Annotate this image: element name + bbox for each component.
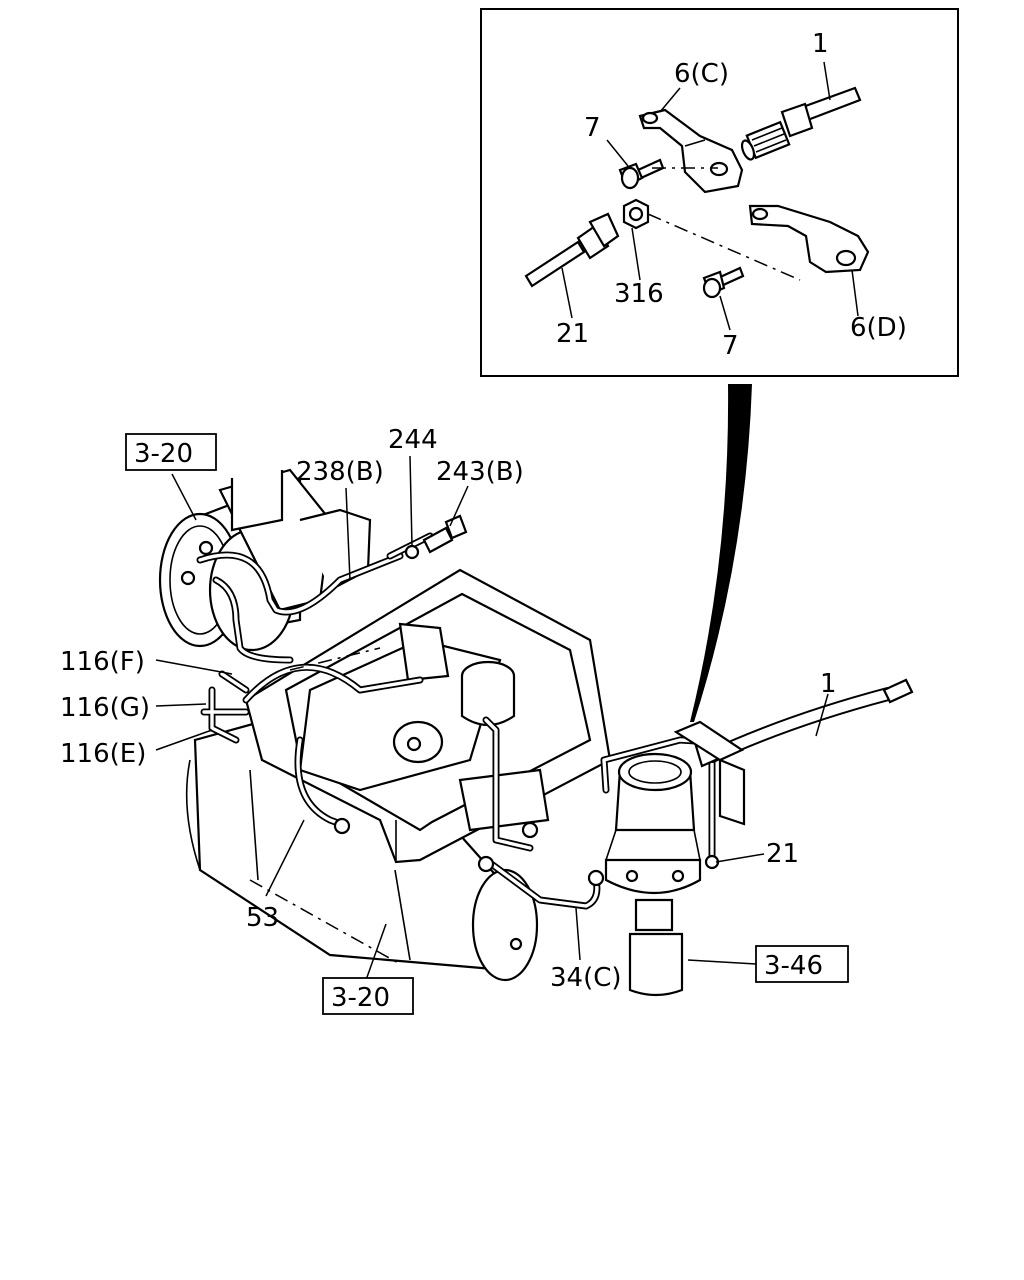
main-hose-1 — [673, 678, 914, 768]
ref-label-tank-bottom: 3-20 — [331, 983, 390, 1013]
inset-bracket-6c — [638, 108, 744, 194]
upper-air-tank — [158, 468, 372, 652]
ref-label-tank-top: 3-20 — [134, 439, 193, 469]
valve-assembly — [604, 752, 746, 997]
compressor-unit — [298, 622, 550, 832]
main-assembly: 3-20 3-20 3-46 238(B) 244 243(B) 116(F) … — [60, 425, 914, 1015]
inset-frame — [480, 8, 959, 377]
label-inset-nut-316: 316 — [614, 279, 664, 309]
label-inset-bolt-7-top: 7 — [584, 113, 601, 143]
label-pipe-238b: 238(B) — [296, 457, 384, 487]
label-inset-bracket-6d: 6(D) — [850, 313, 907, 343]
washer-244 — [404, 544, 420, 560]
label-union-243b: 243(B) — [436, 457, 524, 487]
inset-callout-arrow — [690, 384, 752, 722]
inset-bolt-7-top — [618, 158, 665, 190]
label-inset-bracket-6c: 6(C) — [674, 59, 729, 89]
label-pipe-116e: 116(E) — [60, 739, 146, 769]
fitting — [521, 821, 539, 839]
inset-nut-316 — [622, 198, 650, 230]
label-pipe-116f: 116(F) — [60, 647, 145, 677]
ref-box-tank-bottom[interactable]: 3-20 — [322, 977, 414, 1015]
label-main-pipe-21: 21 — [766, 839, 799, 869]
ref-box-tank-top[interactable]: 3-20 — [125, 433, 217, 471]
fitting — [477, 855, 495, 873]
ref-box-valve[interactable]: 3-46 — [755, 945, 849, 983]
label-inset-pipe-21: 21 — [556, 319, 589, 349]
inset-bolt-7-bottom — [702, 266, 745, 299]
label-main-hose-1: 1 — [820, 669, 837, 699]
lower-air-tank — [185, 698, 539, 982]
fitting — [333, 817, 351, 835]
label-pipe-34c: 34(C) — [550, 963, 622, 993]
inset-assembly-line — [647, 213, 801, 281]
inset-bracket-6d — [748, 204, 870, 274]
inset-pipe-21 — [524, 212, 620, 288]
ref-label-valve: 3-46 — [764, 951, 823, 981]
label-pipe-53: 53 — [246, 903, 279, 933]
label-inset-hose-1: 1 — [812, 29, 829, 59]
detail-inset: 1 6(C) 7 316 21 7 6(D) — [480, 8, 959, 377]
inset-hose-1 — [740, 86, 862, 161]
label-washer-244: 244 — [388, 425, 438, 455]
fitting — [587, 869, 605, 887]
label-inset-bolt-7-bottom: 7 — [722, 331, 739, 361]
union-243b — [422, 514, 468, 554]
label-pipe-116g: 116(G) — [60, 693, 150, 723]
